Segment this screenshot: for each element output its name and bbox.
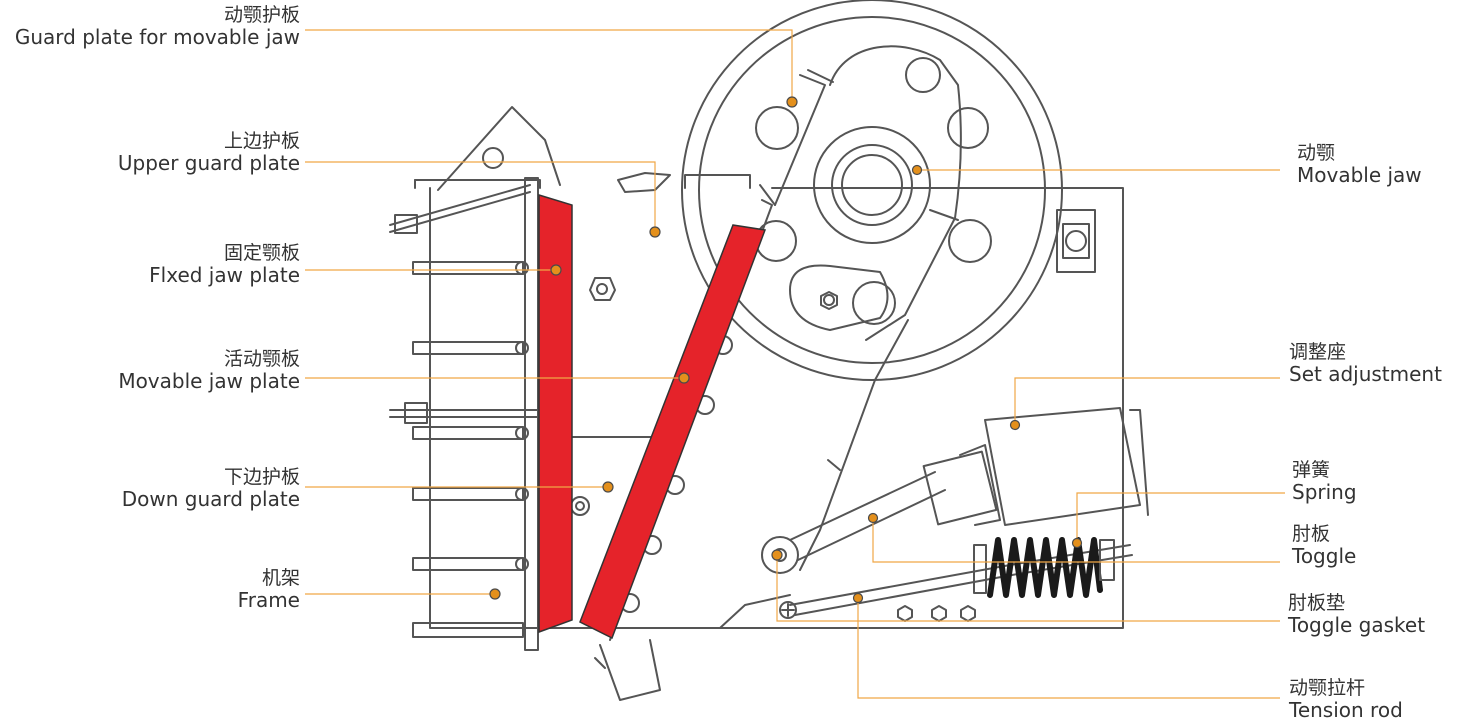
label-toggle-gasket: 肘板垫 Toggle gasket — [1288, 592, 1425, 638]
leader-tension-rod — [857, 598, 1280, 699]
leader-guard-plate-movable-jaw — [305, 29, 793, 102]
marker-dots — [489, 96, 1083, 604]
marker-movable-jaw — [911, 164, 923, 176]
label-set-adjustment: 调整座 Set adjustment — [1289, 341, 1442, 387]
leader-lines — [305, 29, 1285, 699]
label-zh: 肘板 — [1292, 523, 1331, 545]
marker-movable-jaw-plate — [678, 372, 690, 384]
label-en: Guard plate for movable jaw — [14, 25, 300, 50]
label-en: Toggle gasket — [1288, 613, 1426, 638]
label-en: Frame — [237, 588, 300, 613]
label-upper-guard-plate: 上边护板 Upper guard plate — [118, 130, 300, 176]
marker-spring — [1071, 537, 1083, 549]
label-zh: 调整座 — [1289, 341, 1347, 363]
label-en: Movable jaw plate — [118, 369, 300, 394]
label-zh: 下边护板 — [223, 466, 300, 488]
label-en: Spring — [1292, 480, 1357, 505]
label-toggle: 肘板 Toggle — [1292, 523, 1356, 569]
flywheel — [681, 0, 1063, 381]
movable-jaw-plate-shape — [579, 224, 767, 640]
label-zh: 上边护板 — [223, 130, 300, 152]
label-zh: 机架 — [261, 567, 300, 589]
label-en: Upper guard plate — [117, 151, 300, 176]
marker-toggle-gasket — [771, 549, 783, 561]
label-zh: 固定颚板 — [223, 242, 300, 264]
label-en: Tension rod — [1289, 698, 1403, 723]
label-zh: 肘板垫 — [1288, 592, 1346, 614]
crusher-frame — [412, 106, 1124, 701]
label-tension-rod: 动颚拉杆 Tension rod — [1289, 677, 1403, 723]
label-zh: 动颚拉杆 — [1289, 677, 1366, 699]
label-spring: 弹簧 Spring — [1292, 459, 1357, 505]
marker-down-guard-plate — [602, 481, 614, 493]
fixed-jaw-plate-shape — [538, 193, 573, 634]
marker-frame — [489, 588, 501, 600]
label-zh: 弹簧 — [1292, 459, 1331, 481]
marker-fixed-jaw-plate — [550, 264, 562, 276]
label-zh: 活动颚板 — [223, 348, 300, 370]
leader-toggle — [872, 518, 1280, 563]
marker-upper-guard-plate — [649, 226, 661, 238]
label-en: Set adjustment — [1289, 362, 1442, 387]
leader-spring — [1076, 492, 1285, 543]
marker-tension-rod — [852, 592, 864, 604]
marker-toggle — [867, 512, 879, 524]
leader-upper-guard-plate — [305, 161, 656, 232]
label-zh: 动颚 — [1297, 142, 1336, 164]
label-en: Down guard plate — [121, 487, 300, 512]
marker-guard-plate-movable-jaw — [786, 96, 798, 108]
leader-set-adjustment — [1014, 377, 1280, 425]
label-guard-plate-movable-jaw: 动颚护板 Guard plate for movable jaw — [15, 4, 300, 50]
label-fixed-jaw-plate: 固定颚板 Flxed jaw plate — [149, 242, 300, 288]
label-en: Movable jaw — [1297, 163, 1422, 188]
jaw-plates — [538, 193, 767, 640]
frame-bolts — [389, 184, 616, 571]
marker-set-adjustment — [1009, 419, 1021, 431]
label-movable-jaw-plate: 活动颚板 Movable jaw plate — [118, 348, 300, 394]
spring — [973, 537, 1115, 598]
label-zh: 动颚护板 — [223, 4, 300, 26]
leader-toggle-gasket — [776, 555, 1280, 622]
label-frame: 机架 Frame — [238, 567, 300, 613]
label-down-guard-plate: 下边护板 Down guard plate — [122, 466, 300, 512]
label-en: Flxed jaw plate — [149, 263, 300, 288]
label-en: Toggle — [1292, 544, 1357, 569]
label-movable-jaw: 动颚 Movable jaw — [1297, 142, 1422, 188]
toggle-assembly — [761, 407, 1149, 622]
machine-outline — [389, 0, 1149, 701]
